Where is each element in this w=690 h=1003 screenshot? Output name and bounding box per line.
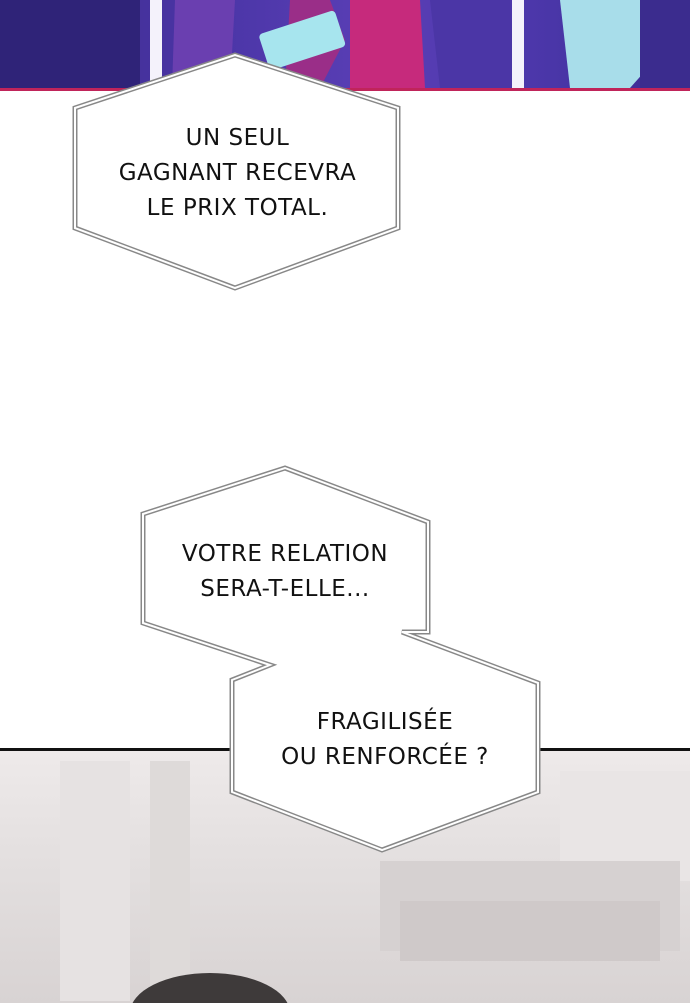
bottom-panel-art bbox=[60, 761, 690, 1003]
bubble-3-line-2: OU RENFORCÉE ? bbox=[281, 744, 489, 770]
speech-bubble-1-text: UN SEUL GAGNANT RECEVRA LE PRIX TOTAL. bbox=[90, 121, 385, 226]
bubble-1-line-3: LE PRIX TOTAL. bbox=[146, 195, 329, 221]
bubble-2-line-1: VOTRE RELATION bbox=[181, 541, 389, 567]
bubble-2-line-2: SERA-T-ELLE... bbox=[200, 576, 370, 602]
speech-bubble-2-text: VOTRE RELATION SERA-T-ELLE... bbox=[150, 537, 420, 607]
speech-bubble-group: VOTRE RELATION SERA-T-ELLE... FRAGILISÉE… bbox=[140, 465, 541, 853]
bubble-1-line-1: UN SEUL bbox=[185, 125, 290, 151]
top-panel-art bbox=[0, 0, 690, 88]
bubble-1-line-2: GAGNANT RECEVRA bbox=[118, 160, 357, 186]
speech-bubble-3-text: FRAGILISÉE OU RENFORCÉE ? bbox=[245, 705, 525, 775]
bubble-3-line-1: FRAGILISÉE bbox=[316, 709, 454, 735]
speech-bubble-1-outline bbox=[72, 52, 401, 291]
top-art-panel bbox=[0, 0, 690, 91]
speech-bubble-1: UN SEUL GAGNANT RECEVRA LE PRIX TOTAL. bbox=[0, 0, 690, 320]
speech-bubble-group-outline bbox=[140, 465, 541, 853]
